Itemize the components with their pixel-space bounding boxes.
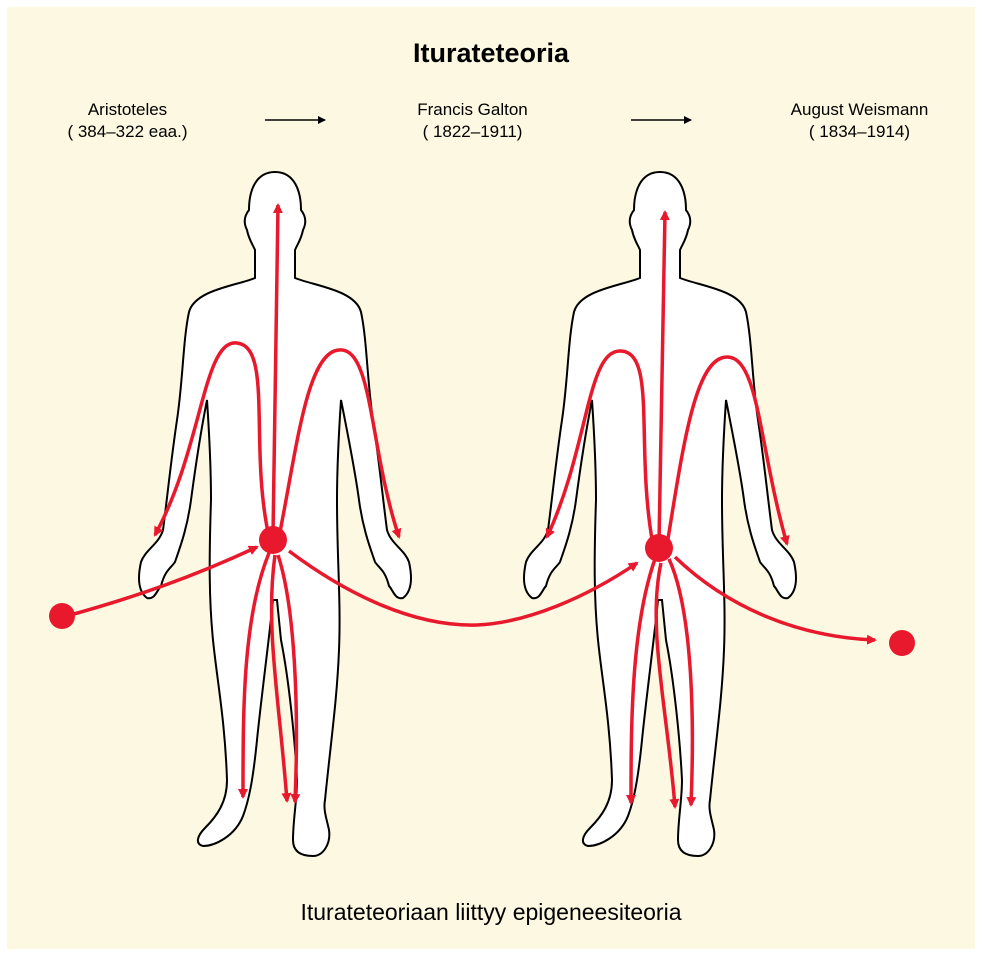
- germ-cell-dot: [645, 534, 673, 562]
- germ-cell-dot: [889, 630, 915, 656]
- germ-theory-figure: [7, 7, 975, 949]
- diagram-canvas: Iturateteoria Aristoteles ( 384–322 eaa.…: [7, 7, 975, 949]
- germ-cell-dot: [49, 603, 75, 629]
- germ-cell-dot: [259, 526, 287, 554]
- diagram-caption: Iturateteoriaan liittyy epigeneesiteoria: [7, 899, 975, 926]
